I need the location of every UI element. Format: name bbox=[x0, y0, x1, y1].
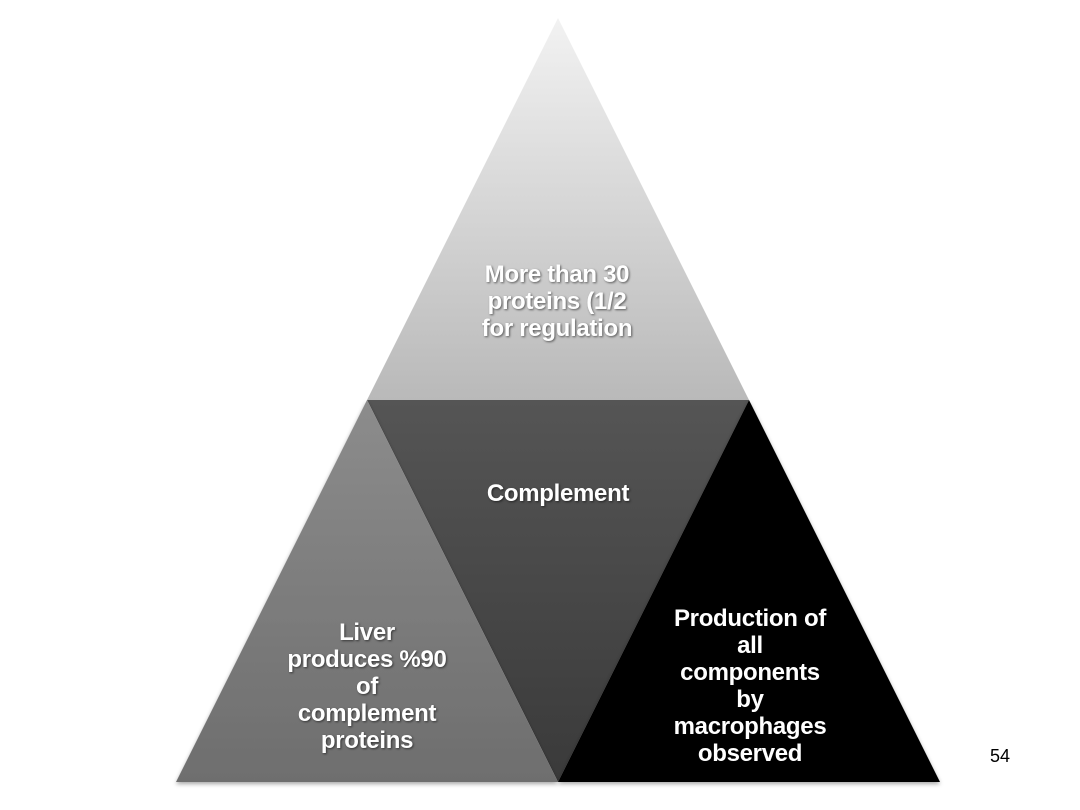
center-triangle bbox=[367, 400, 749, 782]
right-triangle-label: Production of all components by macropha… bbox=[673, 605, 827, 767]
left-triangle bbox=[176, 400, 558, 782]
right-triangle bbox=[558, 400, 940, 782]
left-triangle-label: Liver produces %90 of complement protein… bbox=[287, 619, 447, 754]
center-triangle-label: Complement bbox=[486, 480, 630, 507]
top-triangle bbox=[367, 18, 749, 400]
top-triangle-label: More than 30 proteins (1/2 for regulatio… bbox=[481, 261, 633, 342]
page-number: 54 bbox=[990, 746, 1011, 766]
